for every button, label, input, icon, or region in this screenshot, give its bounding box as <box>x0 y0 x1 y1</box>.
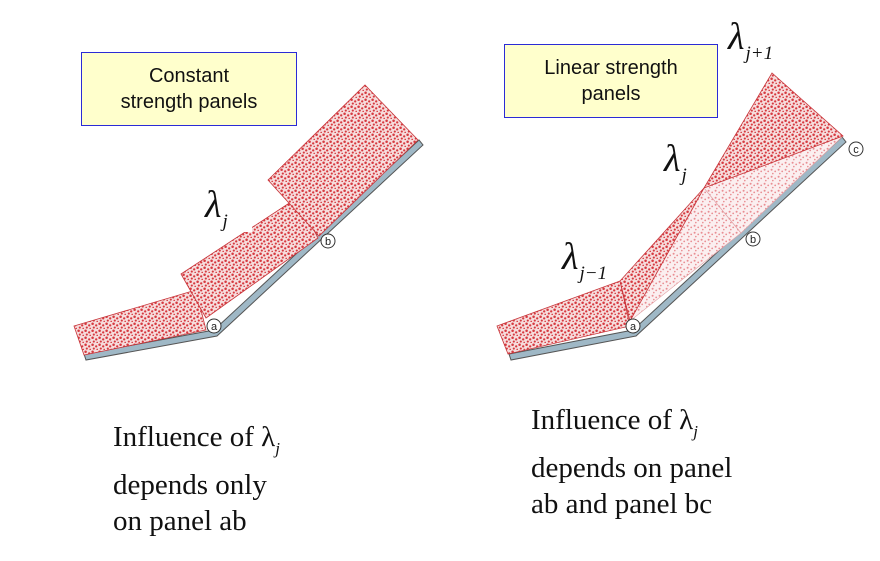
lambda-j-left-sub: j <box>222 211 228 232</box>
left-diagram: a b <box>73 84 424 361</box>
constant-block-1 <box>73 289 207 356</box>
lambda-j-left-symbol: λ <box>205 184 222 226</box>
marker-b-right-label: b <box>750 234 756 246</box>
marker-b-right: b <box>745 231 761 247</box>
lambda-label-clearance <box>210 192 252 232</box>
lambda-j-minus-1: λj−1 <box>562 238 607 293</box>
constant-block-3 <box>267 84 419 237</box>
linear-box-line-2: panels <box>581 83 641 105</box>
constant-box-line-2: strength panels <box>120 91 258 113</box>
marker-c-right: c <box>848 141 864 157</box>
linear-panel-bc-dark <box>703 72 844 189</box>
left-caption-lambda-sub: j <box>275 439 280 458</box>
marker-a-left-label: a <box>211 321 218 333</box>
right-diagram: a b c <box>496 72 864 361</box>
lambda-j-right-symbol: λ <box>664 138 681 180</box>
left-caption-line-1-text: Influence of <box>113 421 262 453</box>
constant-box-line-1: Constant <box>148 65 230 87</box>
lambda-j-right: λj <box>664 140 687 195</box>
linear-panel-ab-dark <box>619 187 705 323</box>
marker-a-right: a <box>625 318 641 334</box>
left-caption-line-1: Influence of λj <box>113 419 280 467</box>
marker-c-right-label: c <box>853 144 859 156</box>
lambda-j-minus-1-sub: j−1 <box>579 263 608 284</box>
linear-box-line-1: Linear strength <box>544 57 678 79</box>
left-caption-line-2: depends only <box>113 469 267 501</box>
right-caption-lambda: λ <box>679 404 694 436</box>
lambda-j-right-sub: j <box>681 165 687 186</box>
constant-block-2 <box>180 197 319 319</box>
lambda-j-minus-1-symbol: λ <box>562 236 579 278</box>
right-caption: Influence of λj depends on panel ab and … <box>531 402 732 522</box>
left-caption-lambda: λ <box>261 421 276 453</box>
marker-b-left: b <box>320 233 336 249</box>
right-caption-line-3: ab and panel bc <box>531 488 713 520</box>
right-caption-line-1: Influence of λj <box>531 402 732 450</box>
marker-b-left-label: b <box>325 236 331 248</box>
right-caption-line-1-text: Influence of <box>531 404 680 436</box>
right-caption-line-2: depends on panel <box>531 452 733 484</box>
lambda-j-plus-1-symbol: λ <box>728 16 745 58</box>
lambda-j-plus-1-sub: j+1 <box>745 43 774 64</box>
lambda-j-plus-1: λj+1 <box>728 18 773 73</box>
right-caption-lambda-sub: j <box>693 422 698 441</box>
left-caption-line-3: on panel ab <box>113 505 247 537</box>
marker-a-right-label: a <box>630 321 637 333</box>
marker-a-left: a <box>206 318 222 334</box>
linear-strength-box: Linear strength panels <box>504 44 718 118</box>
lambda-j-left: λj <box>205 186 228 241</box>
constant-strength-box: Constant strength panels <box>81 52 297 126</box>
left-caption: Influence of λj depends only on panel ab <box>113 419 280 539</box>
